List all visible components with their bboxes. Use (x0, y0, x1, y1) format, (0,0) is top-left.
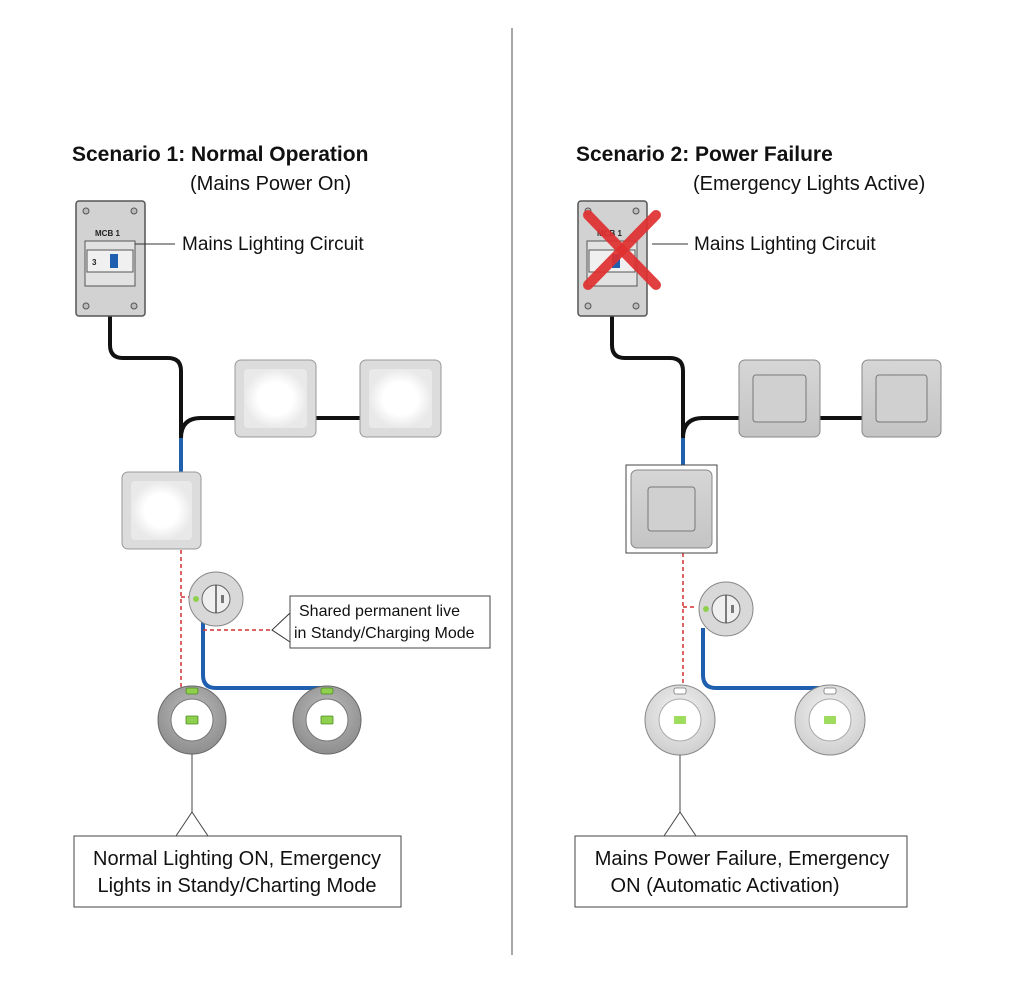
caption-1-line2: Lights in Standy/Charting Mode (97, 875, 376, 897)
note-pointer (271, 612, 291, 643)
emergency-light-2 (292, 685, 362, 755)
caption-2-line1: Mains Power Failure, Emergency (595, 848, 890, 870)
blue-live-cable (201, 618, 327, 690)
ceiling-light-2 (861, 359, 942, 438)
key-switch[interactable] (188, 571, 244, 627)
caption-arrow (175, 811, 209, 837)
key-switch[interactable] (698, 581, 754, 637)
scenario-2-title: Scenario 2: Power Failure (576, 143, 833, 166)
scenario-1-title: Scenario 1: Normal Operation (72, 143, 368, 166)
ceiling-light-1 (738, 359, 821, 438)
mcb-label: MCB 1 (95, 229, 120, 238)
scenario-2: Scenario 2: Power Failure (Emergency Lig… (574, 143, 942, 908)
fault-cross-icon (583, 210, 661, 290)
shared-live-note-line1: Shared permanent live (299, 603, 460, 620)
indicator-led (193, 596, 199, 602)
caption-box-2 (574, 835, 908, 908)
ceiling-light-3 (121, 471, 202, 550)
blue-live-cable (701, 628, 830, 690)
mcb-toggle[interactable] (110, 254, 118, 268)
circuit-label: Mains Lighting Circuit (182, 234, 364, 255)
mains-cable-branch (681, 416, 740, 439)
scenario-1: Scenario 1: Normal Operation (Mains Powe… (72, 143, 491, 908)
ceiling-light-2 (359, 359, 442, 438)
caption-2-line2: ON (Automatic Activation) (611, 875, 840, 897)
mains-cable (108, 316, 183, 438)
mains-cable (610, 316, 685, 438)
ceiling-light-1 (234, 359, 317, 438)
emergency-light-1 (157, 685, 227, 755)
shared-live-note-box (289, 595, 491, 649)
shared-live-note-line2: in Standy/Charging Mode (294, 625, 475, 642)
mains-cable-branch (179, 416, 236, 439)
mcb-pole: 3 (92, 258, 97, 267)
scenario-2-subtitle: (Emergency Lights Active) (693, 173, 925, 195)
emergency-light-2 (794, 684, 866, 756)
scenario-1-subtitle: (Mains Power On) (190, 173, 351, 195)
emergency-light-1 (644, 684, 716, 756)
caption-1-line1: Normal Lighting ON, Emergency (93, 848, 381, 870)
indicator-led (703, 606, 709, 612)
caption-box-1 (73, 835, 402, 908)
caption-arrow (663, 811, 697, 837)
ceiling-light-3 (625, 464, 718, 554)
circuit-label: Mains Lighting Circuit (694, 234, 876, 255)
mcb-box: MCB 1 3 (75, 200, 146, 317)
